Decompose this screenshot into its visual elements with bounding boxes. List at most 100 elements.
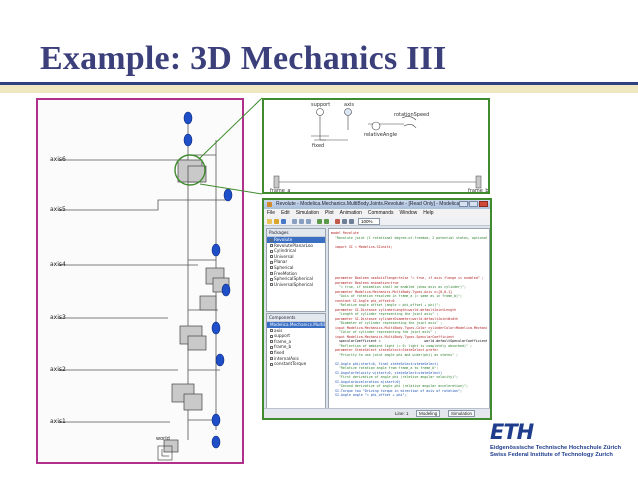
menu-animation[interactable]: Animation xyxy=(339,210,362,216)
component-item[interactable]: support xyxy=(267,333,325,339)
toolbar: 100% xyxy=(264,217,490,226)
line-indicator: Line: 1 xyxy=(395,411,409,416)
app-icon xyxy=(267,202,272,207)
code-line: "= true, if animation shall be enabled (… xyxy=(331,285,466,289)
menu-file[interactable]: File xyxy=(267,210,276,216)
slide-title: Example: 3D Mechanics III xyxy=(40,40,447,77)
modelica-text-editor[interactable]: model Revolute "Revolute joint (1 rotati… xyxy=(328,228,490,409)
class-icon xyxy=(270,277,273,281)
cut-icon[interactable] xyxy=(292,219,297,224)
text-view-icon[interactable] xyxy=(349,219,354,224)
package-item[interactable]: Spherical xyxy=(267,265,325,271)
code-line: "Axis of rotation resolved in frame_a (=… xyxy=(331,294,463,298)
open-folder-icon[interactable] xyxy=(274,219,279,224)
code-line: parameter Modelica.Mechanics.MultiBody.T… xyxy=(331,289,453,294)
component-item[interactable]: axis xyxy=(267,328,325,334)
class-icon xyxy=(270,283,273,287)
axis4-label: axis4 xyxy=(50,261,66,268)
menu-simulation[interactable]: Simulation xyxy=(295,210,320,216)
menu-commands[interactable]: Commands xyxy=(367,210,394,216)
component-item[interactable]: frame_a xyxy=(267,339,325,345)
code-line: specularCoefficient = world.defaultSpecu… xyxy=(331,339,487,343)
minimize-button[interactable] xyxy=(459,201,468,207)
component-icon xyxy=(270,334,273,338)
menu-help[interactable]: Help xyxy=(423,210,434,216)
component-item[interactable]: frame_b xyxy=(267,344,325,350)
package-item[interactable]: SphericalSpherical xyxy=(267,276,325,282)
package-item[interactable]: Universal xyxy=(267,254,325,260)
close-button[interactable] xyxy=(479,201,488,207)
redo-icon[interactable] xyxy=(324,219,329,224)
class-icon xyxy=(270,266,273,270)
new-file-icon[interactable] xyxy=(267,219,272,224)
component-item[interactable]: fixed xyxy=(267,350,325,356)
menu-bar: File Edit Simulation Plot Animation Comm… xyxy=(264,209,490,217)
component-item[interactable]: internalAxis xyxy=(267,356,325,362)
paste-icon[interactable] xyxy=(306,219,311,224)
component-icon xyxy=(270,357,273,361)
package-browser[interactable]: Packages Revolute RevolutePlanarLoo Cyli… xyxy=(266,228,326,312)
code-line: input Modelica.Mechanics.MultiBody.Types… xyxy=(334,325,487,330)
menu-window[interactable]: Window xyxy=(399,210,418,216)
code-line: input Modelica.Mechanics.MultiBody.Types… xyxy=(331,334,455,339)
class-icon xyxy=(270,272,273,276)
status-bar: Line: 1 Modeling Simulation xyxy=(264,408,490,418)
axis-label: axis xyxy=(344,102,355,108)
maximize-button[interactable] xyxy=(469,201,478,207)
joint-detail-zoom[interactable]: support axis rotationSpeed fixed relativ… xyxy=(262,98,490,194)
menu-plot[interactable]: Plot xyxy=(325,210,334,216)
modeling-tab[interactable]: Modeling xyxy=(416,410,441,417)
frame-a-label: frame_a xyxy=(270,188,291,194)
component-item[interactable]: constantTorque xyxy=(267,361,325,367)
package-item[interactable]: Planar xyxy=(267,259,325,265)
component-icon xyxy=(270,345,273,349)
component-icon xyxy=(270,351,273,355)
eth-name-english: Swiss Federal Institute of Technology Zu… xyxy=(490,452,613,458)
code-line: SI.Torque tau "Driving torque in directi… xyxy=(331,388,463,393)
robot-model-diagram[interactable]: axis6 axis5 axis4 axis3 axis2 axis1 worl… xyxy=(36,98,244,464)
class-icon xyxy=(270,249,273,253)
code-line: parameter Boolean useAxisFlange=false "=… xyxy=(331,276,484,280)
code-line: "First derivative of angle phi (relative… xyxy=(331,375,459,379)
diagram-view-icon[interactable] xyxy=(342,219,347,224)
undo-icon[interactable] xyxy=(317,219,322,224)
menu-edit[interactable]: Edit xyxy=(281,210,290,216)
package-item[interactable]: FreeMotion xyxy=(267,271,325,277)
code-line: SI.Angle angle "= phi_offset + phi"; xyxy=(331,393,407,397)
zoom-select[interactable]: 100% xyxy=(358,218,380,225)
world-label: world xyxy=(156,436,170,442)
axis3-label: axis3 xyxy=(50,314,66,321)
components-header: Components xyxy=(267,314,325,322)
window-titlebar[interactable]: Revolute - Modelica.Mechanics.MultiBody.… xyxy=(264,200,490,209)
code-line: "Priority to use joint angle phi and w=d… xyxy=(331,352,459,357)
package-item[interactable]: Cylindrical xyxy=(267,248,325,254)
packages-header: Packages xyxy=(267,229,325,237)
copy-icon[interactable] xyxy=(299,219,304,224)
code-line: SI.Angle phi(start=0, final stateSelect=… xyxy=(331,361,439,366)
package-item[interactable]: UniversalSpherical xyxy=(267,282,325,288)
component-browser[interactable]: Components Modelica.Mechanics.MultiBody.… xyxy=(266,313,326,409)
code-line: "Color of cylinder representing the join… xyxy=(331,330,437,334)
axis5-label: axis5 xyxy=(50,206,66,213)
support-label: support xyxy=(311,102,331,108)
component-icon xyxy=(270,362,273,366)
package-item[interactable]: RevolutePlanarLoo xyxy=(267,243,325,249)
simulation-tab[interactable]: Simulation xyxy=(448,410,476,417)
code-line: parameter StateSelect stateSelect=StateS… xyxy=(331,348,439,352)
code-line: SI.AngularVelocity w(start=0, stateSelec… xyxy=(331,370,443,375)
code-line: parameter SI.Distance cylinderLength=wor… xyxy=(331,307,457,312)
component-root[interactable]: Modelica.Mechanics.MultiBody.Jo xyxy=(267,322,325,328)
modelica-editor-window[interactable]: Revolute - Modelica.Mechanics.MultiBody.… xyxy=(262,198,492,420)
axis2-label: axis2 xyxy=(50,366,66,373)
save-icon[interactable] xyxy=(281,219,286,224)
relative-angle-label: relativeAngle xyxy=(364,132,398,138)
code-line: "Revolute joint (1 rotational degree-of-… xyxy=(334,235,487,240)
fixed-label: fixed xyxy=(312,143,325,149)
code-line: "Diameter of cylinder representing the j… xyxy=(331,321,443,325)
code-line: "Length of cylinder representing the joi… xyxy=(331,312,439,316)
package-item[interactable]: Revolute xyxy=(267,237,325,243)
check-icon[interactable] xyxy=(335,219,340,224)
class-icon xyxy=(270,244,273,248)
code-line: parameter Boolean animation=true xyxy=(331,280,399,285)
code-line: SI.AngularAcceleration a(start=0) xyxy=(331,379,401,384)
